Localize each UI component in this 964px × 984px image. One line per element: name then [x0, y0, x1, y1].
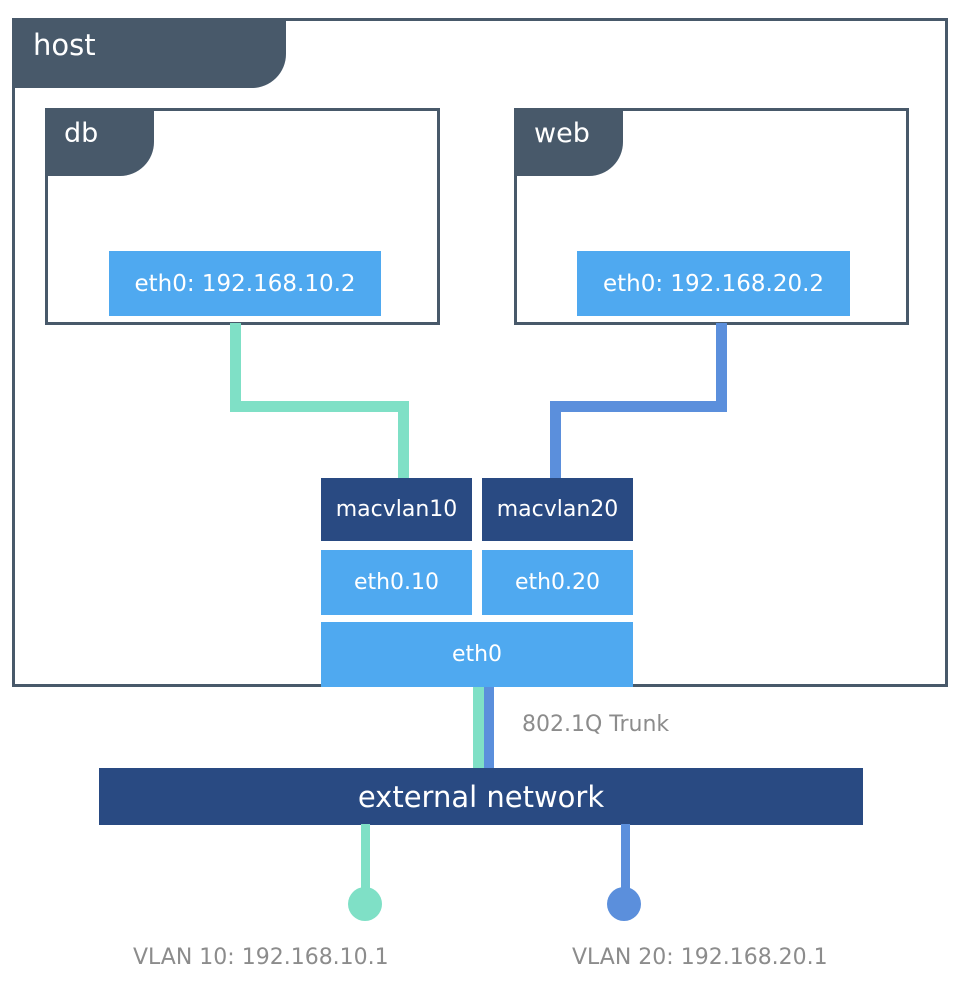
- web-label: web: [534, 118, 590, 149]
- eth0-10-label: eth0.10: [353, 570, 440, 595]
- vlan10-gateway-dot: [348, 887, 382, 921]
- db-eth0-interface: eth0: 192.168.10.2: [109, 251, 381, 316]
- eth0-20-interface: eth0.20: [482, 550, 633, 615]
- db-label: db: [64, 118, 99, 149]
- trunk-wire-vlan10: [473, 687, 484, 769]
- external-network-label: external network: [357, 779, 605, 814]
- eth0-interface: eth0: [321, 622, 633, 687]
- eth0-10-interface: eth0.10: [321, 550, 472, 615]
- db-tab: db: [45, 108, 154, 176]
- external-network-bar: external network: [99, 768, 863, 825]
- vlan20-wire: [621, 824, 630, 896]
- vlan20-label: VLAN 20: 192.168.20.1: [572, 945, 828, 970]
- macvlan10-interface: macvlan10: [321, 478, 472, 541]
- vlan20-gateway-dot: [607, 887, 641, 921]
- eth0-label: eth0: [451, 642, 503, 667]
- trunk-label: 802.1Q Trunk: [522, 712, 670, 737]
- db-wire-down: [230, 323, 241, 411]
- web-wire-across: [550, 401, 727, 412]
- web-eth0-label: eth0: 192.168.20.2: [602, 270, 825, 297]
- host-label: host: [33, 28, 96, 62]
- db-wire-drop: [398, 401, 409, 479]
- macvlan20-label: macvlan20: [496, 497, 619, 522]
- macvlan10-label: macvlan10: [335, 497, 458, 522]
- web-tab: web: [514, 108, 623, 176]
- eth0-20-label: eth0.20: [514, 570, 601, 595]
- host-tab: host: [12, 18, 286, 88]
- web-eth0-interface: eth0: 192.168.20.2: [577, 251, 850, 316]
- db-wire-across: [230, 401, 409, 412]
- web-wire-down: [716, 323, 727, 411]
- db-eth0-label: eth0: 192.168.10.2: [134, 270, 356, 297]
- vlan10-label: VLAN 10: 192.168.10.1: [133, 945, 389, 970]
- vlan10-wire: [361, 824, 370, 896]
- trunk-wire-vlan20: [484, 687, 494, 769]
- web-wire-drop: [550, 401, 561, 479]
- macvlan20-interface: macvlan20: [482, 478, 633, 541]
